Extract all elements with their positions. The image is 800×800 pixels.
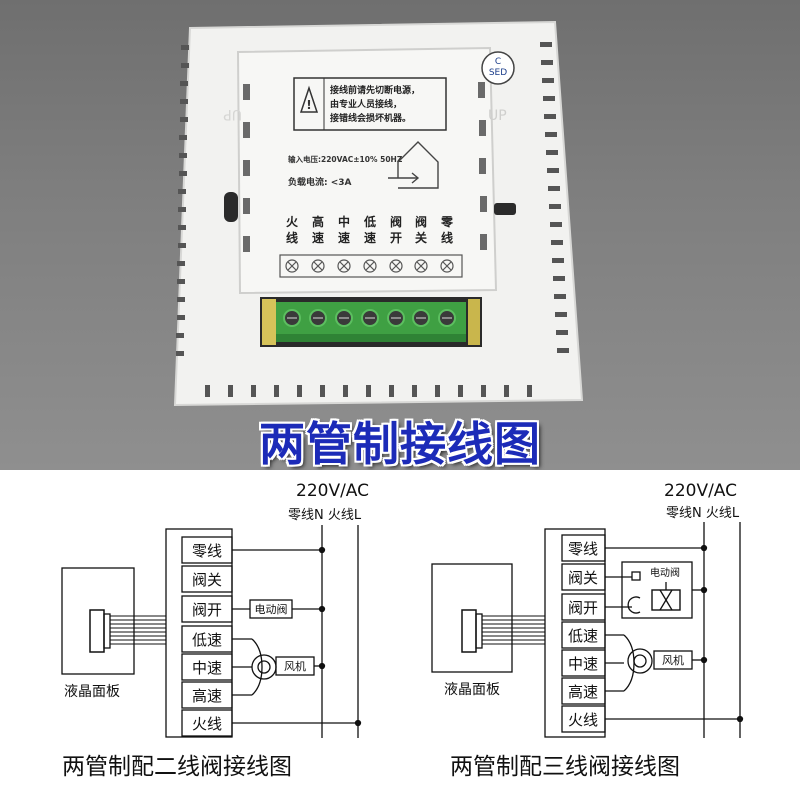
- left-neutral-live-label: 零线N 火线L: [288, 508, 362, 523]
- ce-badge: [481, 51, 515, 85]
- inner-panel: [236, 46, 498, 295]
- warning-triangle-icon: [299, 85, 319, 113]
- terminal-label-top: 低: [363, 214, 376, 229]
- right-terminal-label: 高速: [568, 683, 598, 701]
- svg-text:!: !: [306, 98, 311, 112]
- terminal-label-bottom: 关: [415, 230, 427, 245]
- right-mount-hole: [494, 203, 516, 215]
- input-voltage-text: 输入电压:220VAC±10% 50HZ: [288, 154, 403, 164]
- left-vent-slots: [176, 45, 189, 356]
- right-terminal-label: 阀关: [568, 569, 598, 587]
- terminal-label-bottom: 线: [441, 230, 453, 245]
- left-terminal-label: 中速: [192, 659, 222, 677]
- right-terminal-label: 火线: [568, 711, 598, 729]
- house-icon: [397, 141, 439, 189]
- right-diagram: 220V/AC 零线N 火线L 零线 阀关 阀开 低速 中速 高速 火线: [431, 481, 744, 780]
- terminal-label-bottom: 开: [390, 231, 402, 245]
- right-lcd-panel: [431, 563, 513, 673]
- left-panel-label: 液晶面板: [64, 684, 120, 700]
- terminal-label-bottom: 速: [312, 230, 324, 245]
- bottom-vent-slots: [205, 385, 532, 397]
- left-valve-label: 电动阀: [255, 602, 288, 616]
- badge-line2: SED: [489, 68, 507, 78]
- terminal-label-top: 火: [286, 215, 299, 229]
- terminal-label-top: 阀: [415, 215, 427, 229]
- left-lcd-panel: [61, 567, 135, 675]
- load-current-text: 负载电流: <3A: [288, 176, 352, 188]
- right-fan-label: 风机: [662, 653, 684, 667]
- left-fan-label: 风机: [284, 659, 306, 673]
- warning-box: [293, 77, 447, 131]
- left-voltage-label: 220V/AC: [296, 481, 369, 501]
- right-terminal-label: 零线: [568, 540, 598, 558]
- right-panel-label: 液晶面板: [444, 682, 500, 698]
- warning-line-2: 由专业人员接线，: [330, 98, 402, 110]
- right-caption: 两管制配三线阀接线图: [450, 754, 680, 780]
- warning-line-3: 接错线会损坏机器。: [330, 112, 411, 124]
- up-label-mirrored: UP: [223, 106, 242, 122]
- terminal-labels: 火 线 高 速 中 速 低 速 阀 开 阀 关 零 线: [286, 214, 454, 245]
- left-mount-hole: [224, 192, 238, 222]
- screw-mark-strip: [279, 254, 463, 278]
- left-terminal-label: 阀开: [192, 601, 222, 619]
- right-valve-label: 电动阀: [650, 566, 680, 579]
- thermostat-back-illustration: C SED UP UP ! 接线前请先切断电源， 由专业人员接线， 接错线会损坏…: [173, 20, 584, 407]
- up-label: UP: [488, 108, 507, 124]
- right-terminal-label: 中速: [568, 655, 598, 673]
- wiring-diagrams: 220V/AC 零线N 火线L 零线 阀关 阀开 低速 中速 高速 火线: [61, 481, 744, 780]
- photo-title: 两管制接线图: [259, 417, 541, 470]
- badge-line1: C: [495, 57, 501, 67]
- terminal-label-top: 高: [312, 214, 324, 229]
- left-terminal-label: 高速: [192, 687, 222, 705]
- warning-line-1: 接线前请先切断电源，: [330, 84, 420, 96]
- inner-side-slots: [243, 82, 487, 252]
- screw-mark-icons: [285, 259, 454, 273]
- valve-motor-icon: [627, 596, 641, 614]
- left-terminal-label: 阀关: [192, 571, 222, 589]
- terminal-label-top: 零: [440, 215, 454, 229]
- terminal-label-bottom: 线: [286, 230, 298, 245]
- terminal-label-top: 阀: [390, 215, 402, 229]
- left-caption: 两管制配二线阀接线图: [62, 754, 292, 780]
- right-voltage-label: 220V/AC: [664, 481, 737, 501]
- right-vent-slots: [540, 42, 569, 353]
- right-terminal-label: 阀开: [568, 599, 598, 617]
- right-neutral-live-label: 零线N 火线L: [666, 506, 740, 521]
- terminal-label-bottom: 速: [338, 230, 350, 245]
- right-terminal-label: 低速: [568, 627, 598, 645]
- left-terminal-label: 零线: [192, 542, 222, 560]
- left-terminal-label: 火线: [192, 715, 222, 733]
- thermostat-photo: C SED UP UP ! 接线前请先切断电源， 由专业人员接线， 接错线会损坏…: [0, 0, 800, 470]
- terminal-label-top: 中: [338, 214, 350, 229]
- left-terminal-label: 低速: [192, 631, 222, 649]
- terminal-label-bottom: 速: [364, 230, 376, 245]
- left-diagram: 220V/AC 零线N 火线L 零线 阀关 阀开 低速 中速 高速 火线: [61, 481, 369, 780]
